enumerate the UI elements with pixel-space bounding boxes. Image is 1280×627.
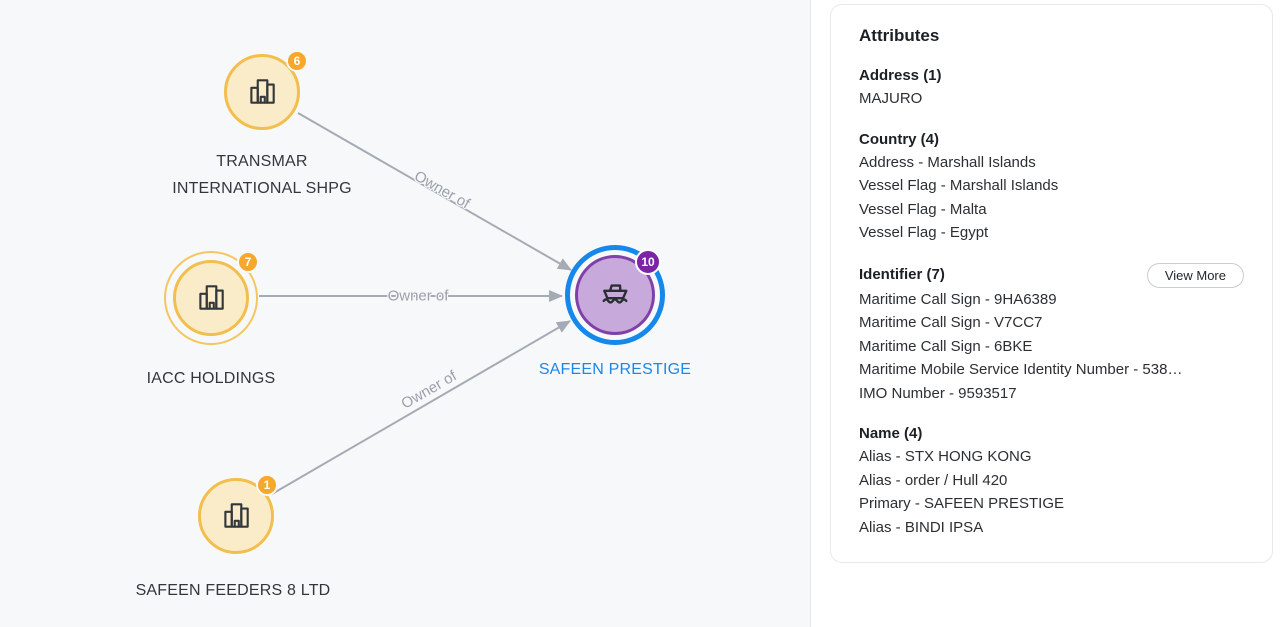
node-label[interactable]: SAFEEN PRESTIGE: [538, 361, 692, 378]
attribute-item: Maritime Call Sign - V7CC7: [859, 314, 1043, 331]
section-heading: Name (4): [859, 425, 923, 442]
building-icon: [194, 281, 228, 315]
section-heading: Address (1): [859, 67, 942, 84]
section-name: Name (4) Alias - STX HONG KONG Alias - o…: [859, 423, 1244, 539]
ship-icon: [596, 276, 634, 314]
node-label[interactable]: SAFEEN FEEDERS 8 LTD: [135, 582, 331, 599]
node-badge: 7: [237, 251, 259, 273]
node-transmar-international-shpg[interactable]: 6: [224, 50, 308, 130]
building-icon: [219, 499, 253, 533]
node-safeen-prestige[interactable]: 10: [565, 245, 665, 345]
attribute-item: Alias - BINDI IPSA: [859, 518, 984, 536]
details-pane: Attributes Address (1) MAJURO Country (4…: [812, 0, 1280, 627]
node-badge: 1: [256, 474, 278, 496]
building-icon: [245, 75, 279, 109]
edge-label[interactable]: Owner of: [387, 287, 449, 305]
section-address: Address (1) MAJURO: [859, 65, 1244, 111]
view-more-button[interactable]: View More: [1146, 262, 1244, 288]
edge-transmar-to-prestige[interactable]: [297, 112, 572, 271]
node-label[interactable]: IACC HOLDINGS: [146, 370, 276, 387]
attribute-item: Alias - STX HONG KONG: [859, 448, 1032, 465]
attribute-item: Vessel Flag - Marshall Islands: [859, 177, 1059, 194]
attributes-panel: Attributes Address (1) MAJURO Country (4…: [830, 4, 1273, 563]
node-iacc-holdings[interactable]: 7: [164, 251, 259, 345]
node-safeen-feeders-8-ltd[interactable]: 1: [198, 474, 278, 554]
section-heading: Identifier (7): [859, 266, 945, 283]
section-identifier: Identifier (7) View More Maritime Call S…: [859, 262, 1244, 406]
attribute-item: MAJURO: [859, 90, 923, 107]
attribute-item: Maritime Call Sign - 9HA6389: [859, 290, 1057, 308]
attribute-item: Maritime Call Sign - 6BKE: [859, 337, 1033, 355]
attribute-item: Primary - SAFEEN PRESTIGE: [859, 495, 1065, 512]
attribute-item: Vessel Flag - Malta: [859, 200, 987, 218]
panel-title: Attributes: [859, 26, 940, 45]
node-label[interactable]: TRANSMAR INTERNATIONAL SHPG: [172, 153, 352, 197]
selection-ring: [164, 251, 258, 345]
section-heading: Country (4): [859, 130, 939, 148]
attribute-item: IMO Number - 9593517: [859, 384, 1017, 402]
attribute-item: Alias - order / Hull 420: [859, 471, 1008, 489]
node-badge: 6: [286, 50, 308, 72]
selection-ring: [565, 245, 665, 345]
attribute-item: Maritime Mobile Service Identity Number …: [859, 361, 1183, 378]
node-badge: 10: [635, 249, 661, 275]
graph-canvas[interactable]: Owner of Owner of Owner of 6 TRANSMAR IN…: [0, 0, 811, 627]
attribute-item: Address - Marshall Islands: [859, 153, 1036, 171]
edge-lines: [259, 112, 572, 495]
edge-feeders-to-prestige[interactable]: [271, 320, 571, 495]
attribute-item: Vessel Flag - Egypt: [859, 224, 989, 241]
section-country: Country (4) Address - Marshall Islands V…: [859, 129, 1244, 245]
